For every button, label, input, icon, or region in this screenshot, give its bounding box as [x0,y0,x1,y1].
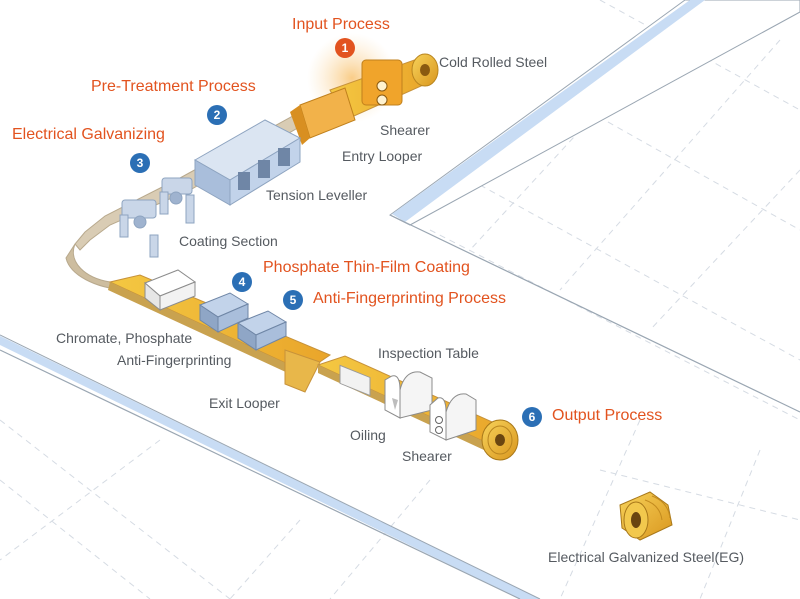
step-5-title: Anti-Fingerprinting Process [313,290,506,307]
step-3-title: Electrical Galvanizing [12,126,165,143]
coating-units [144,269,288,351]
step-4-title: Phosphate Thin-Film Coating [263,259,470,276]
anti-fingerprinting-label: Anti-Fingerprinting [117,352,232,368]
step-4-badge: 4 [232,272,252,292]
coating-section-label: Coating Section [179,233,278,249]
output-coil [481,419,519,461]
shearer-in-label: Shearer [380,122,430,138]
exit-looper-label: Exit Looper [209,395,280,411]
cold-rolled-steel-label: Cold Rolled Steel [439,54,548,70]
step-6-badge: 6 [522,407,542,427]
step-5-badge: 5 [283,290,303,310]
oiling-label: Oiling [350,427,386,443]
product-label: Electrical Galvanized Steel(EG) [548,549,745,565]
chromate-phosphate-label: Chromate, Phosphate [56,330,193,346]
entry-looper-label: Entry Looper [342,148,423,164]
step-1-title: Input Process [292,16,390,33]
step-2-title: Pre-Treatment Process [91,78,256,95]
shearer-out-label: Shearer [402,448,452,464]
step-1-badge: 1 [335,38,355,58]
inspection-table-label: Inspection Table [378,345,479,361]
tension-leveller-label: Tension Leveller [266,187,368,203]
step-2-badge: 2 [207,105,227,125]
pre-treatment-tank [193,119,302,206]
finishing-equipment [339,364,477,441]
product-coil [619,491,673,541]
step-3-badge: 3 [130,153,150,173]
galvanizing-cells [119,177,195,258]
step-6-title: Output Process [552,407,663,424]
input-equipment [290,53,439,145]
